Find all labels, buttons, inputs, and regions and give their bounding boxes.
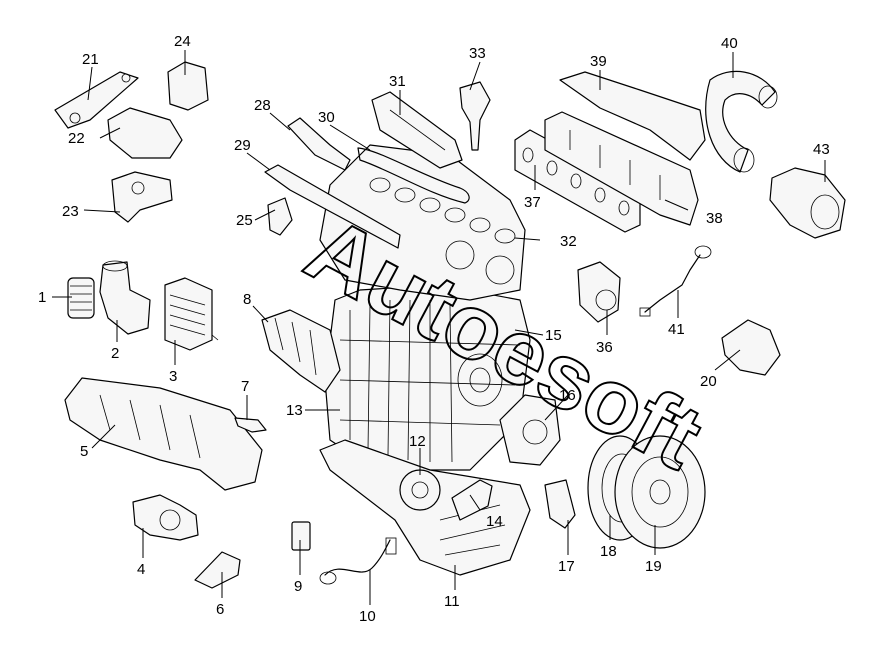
- tensioner-pulley-drawing: [577, 261, 621, 323]
- callout-43: 43: [813, 141, 830, 158]
- callout-labels: 1 2 3 4 5 6 7 8 9 10 11 12 13 14 15 16 1…: [38, 33, 830, 625]
- oil-filter-housing-drawing: [99, 260, 151, 335]
- callout-24: 24: [174, 33, 191, 50]
- upper-mount-drawing: [167, 61, 209, 111]
- callout-1: 1: [38, 289, 46, 306]
- mount-bracket-drawing: [111, 171, 173, 223]
- callout-28: 28: [254, 97, 271, 114]
- bracket-mid-drawing: [451, 479, 493, 521]
- sensor-bracket-drawing: [544, 479, 576, 529]
- callout-40: 40: [721, 35, 738, 52]
- callout-29: 29: [234, 137, 251, 154]
- callout-14: 14: [486, 513, 503, 530]
- callout-37: 37: [524, 194, 541, 211]
- intake-manifold-drawing: [64, 377, 263, 491]
- sensor-wire-drawing: [319, 537, 397, 585]
- callout-38: 38: [706, 210, 723, 227]
- callout-25: 25: [236, 212, 253, 229]
- callout-3: 3: [169, 368, 177, 385]
- callout-6: 6: [216, 601, 224, 618]
- fuel-sensor-bracket-drawing: [267, 197, 293, 236]
- callout-41: 41: [668, 321, 685, 338]
- bracket-small-drawing: [234, 417, 267, 433]
- callout-11: 11: [444, 593, 460, 610]
- callout-32: 32: [560, 233, 577, 250]
- throttle-body-drawing: [132, 494, 199, 541]
- injector-drawing: [287, 117, 351, 171]
- callout-4: 4: [137, 561, 145, 578]
- heat-shield-drawing: [194, 551, 241, 589]
- oil-pump-drawing: [399, 469, 441, 511]
- callout-39: 39: [590, 53, 607, 70]
- engine-mount-arm-drawing: [54, 71, 139, 129]
- exhaust-manifold-drawing: [544, 111, 699, 226]
- callout-5: 5: [80, 443, 88, 460]
- callout-12: 12: [409, 433, 426, 450]
- callout-2: 2: [111, 345, 119, 362]
- valve-cover-gasket-drawing: [357, 147, 470, 204]
- callout-17: 17: [558, 558, 575, 575]
- oil-cooler-drawing: [164, 277, 219, 351]
- engine-mount-drawing: [107, 107, 183, 159]
- callout-8: 8: [243, 291, 251, 308]
- engine-block-drawing: [324, 284, 531, 471]
- callout-15: 15: [545, 327, 562, 344]
- callout-13: 13: [286, 402, 303, 419]
- dipstick-tube-drawing: [639, 245, 712, 317]
- water-pump-drawing: [499, 394, 561, 466]
- clutch-disc-drawing: [614, 435, 706, 549]
- callout-23: 23: [62, 203, 79, 220]
- sensor-plate-drawing: [291, 521, 311, 551]
- callout-20: 20: [700, 373, 717, 390]
- callout-10: 10: [359, 608, 376, 625]
- leader-lines: [52, 50, 826, 605]
- callout-18: 18: [600, 543, 617, 560]
- parts-layer: [54, 61, 846, 589]
- ignition-coil-drawing: [459, 81, 491, 151]
- cylinder-head-drawing: [319, 144, 526, 301]
- callout-31: 31: [389, 73, 406, 90]
- callout-33: 33: [469, 45, 486, 62]
- fuel-rail-drawing: [264, 164, 401, 249]
- valve-cover-drawing: [371, 91, 463, 169]
- callout-9: 9: [294, 578, 302, 595]
- intake-hose-drawing: [705, 70, 778, 173]
- callout-16: 16: [559, 387, 576, 404]
- oil-filter-drawing: [67, 277, 95, 319]
- callout-30: 30: [318, 109, 335, 126]
- callout-7: 7: [241, 378, 249, 395]
- exhaust-heat-shield-drawing: [559, 71, 706, 161]
- turbo-outlet-drawing: [769, 167, 846, 239]
- callout-36: 36: [596, 339, 613, 356]
- exhaust-gasket-drawing: [514, 129, 641, 233]
- thermostat-housing-drawing: [721, 319, 781, 376]
- camshaft-cover-drawing: [261, 309, 341, 393]
- callout-22: 22: [68, 130, 85, 147]
- callout-21: 21: [82, 51, 99, 68]
- callout-19: 19: [645, 558, 662, 575]
